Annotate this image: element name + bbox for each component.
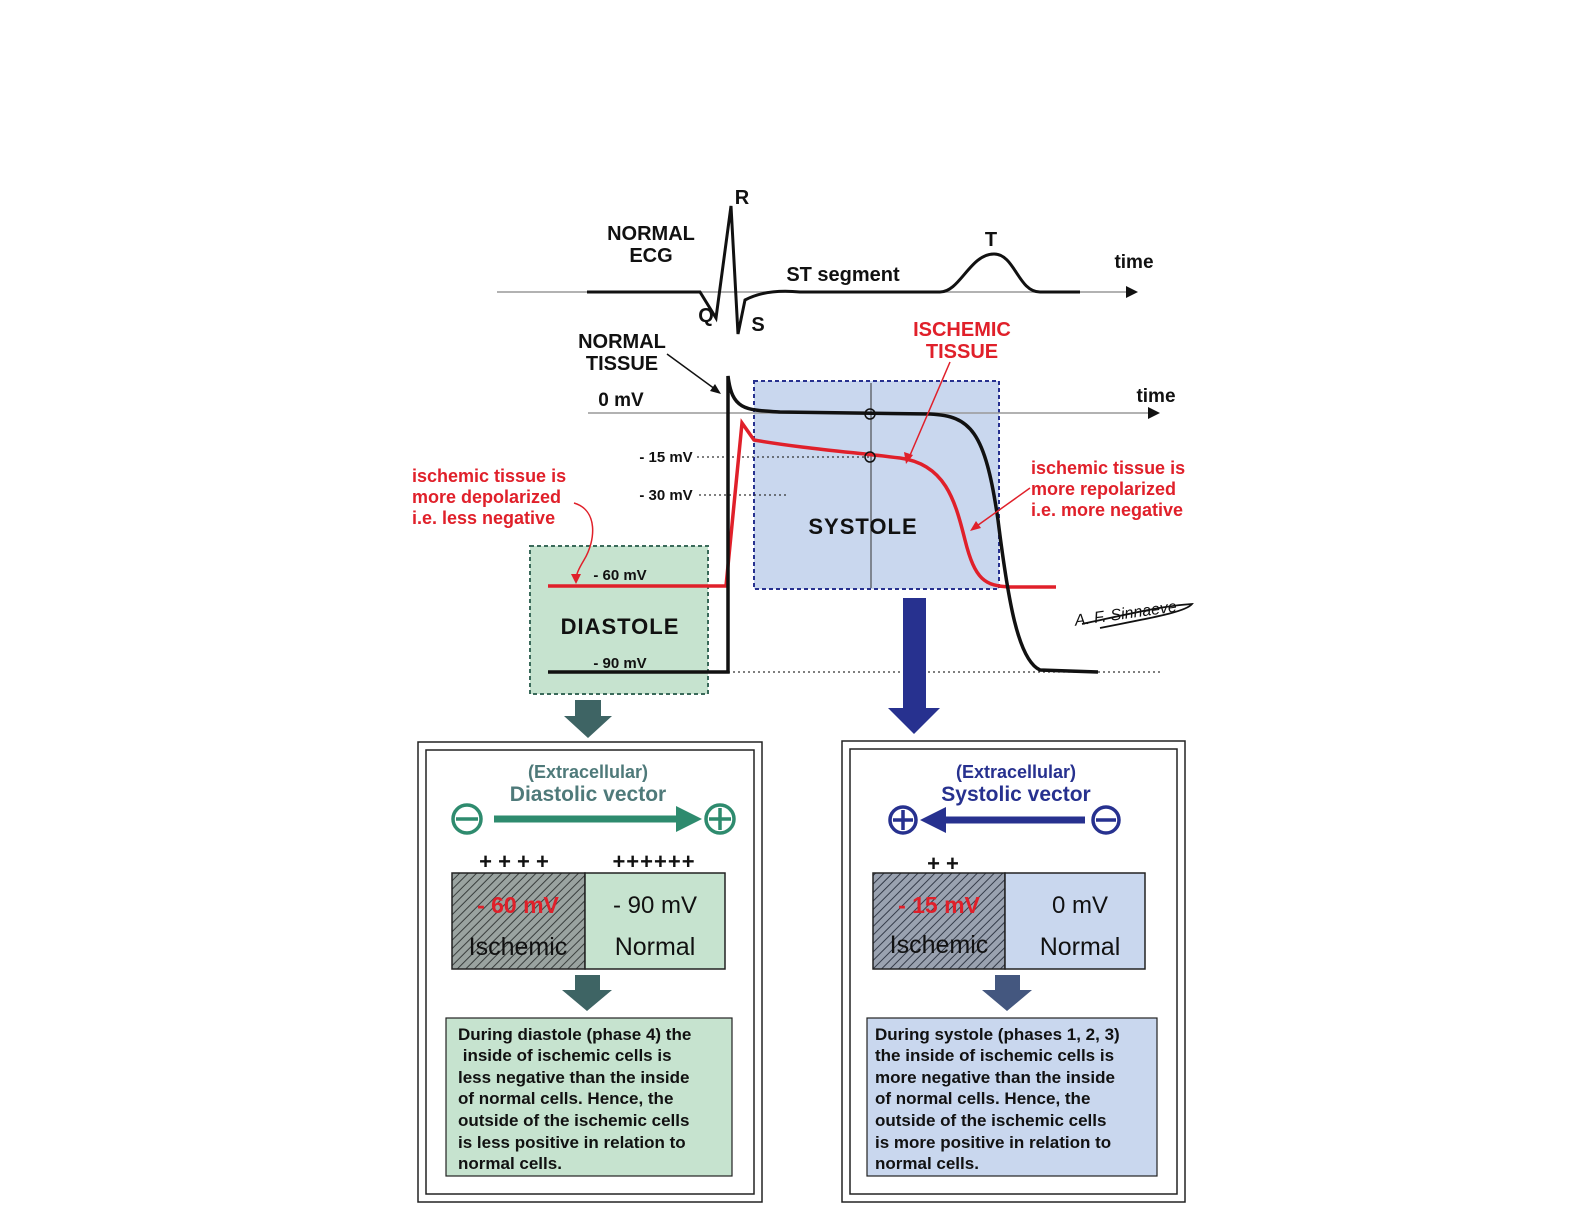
systolic-text-box xyxy=(866,1017,1158,1177)
diastolic-text: During diastole (phase 4) the inside of … xyxy=(458,1025,691,1173)
diastolic-panel-down-arrow xyxy=(562,975,612,1011)
systolic-text-line: of normal cells. Hence, the xyxy=(875,1089,1090,1108)
diastolic-ischemic-charges: + + + + xyxy=(479,849,549,874)
systolic-ischemic-cell xyxy=(872,872,1006,970)
diastolic-normal-cell xyxy=(584,872,726,970)
repol-note-line3: i.e. more negative xyxy=(1031,500,1183,520)
diastolic-plus-icon xyxy=(704,803,736,835)
mv-60-label: - 60 mV xyxy=(593,567,646,584)
ecg-t-label: T xyxy=(985,229,997,251)
ischemic-intersection-marker xyxy=(864,451,876,463)
ischemic-ap-trace xyxy=(548,418,1056,589)
systolic-text: During systole (phases 1, 2, 3) the insi… xyxy=(875,1025,1120,1173)
mv-30-label: - 30 mV xyxy=(639,487,692,504)
systolic-vector-head xyxy=(920,807,946,833)
systolic-ischemic-charges: + + xyxy=(927,851,959,876)
normal-tissue-line1: NORMAL xyxy=(578,331,666,353)
mv-15-label: - 15 mV xyxy=(639,449,692,466)
ischemic-tissue-line2: TISSUE xyxy=(926,341,998,363)
systolic-text-line: is more positive in relation to xyxy=(875,1133,1111,1152)
mv-90-label: - 90 mV xyxy=(593,655,646,672)
systolic-plus-icon xyxy=(888,805,918,835)
systole-label: SYSTOLE xyxy=(808,514,917,539)
ecg-title-line2: ECG xyxy=(629,245,672,267)
ischemic-tissue-pointer-head xyxy=(904,452,913,464)
diastolic-normal-mv: - 90 mV xyxy=(613,892,697,919)
diastole-down-arrow xyxy=(564,700,612,738)
systole-box xyxy=(753,380,1000,590)
systolic-panel-down-arrow xyxy=(982,975,1032,1011)
ischemic-tissue-pointer xyxy=(907,361,951,461)
diastolic-text-line: normal cells. xyxy=(458,1154,562,1173)
ap-time-label: time xyxy=(1136,386,1175,407)
diastolic-text-line: inside of ischemic cells is xyxy=(458,1046,672,1065)
diastolic-ischemic-mv: - 60 mV xyxy=(477,892,559,918)
depol-note-line3: i.e. less negative xyxy=(412,508,555,528)
ecg-time-arrowhead xyxy=(1126,286,1138,298)
systolic-text-line: During systole (phases 1, 2, 3) xyxy=(875,1025,1120,1044)
systolic-text-line: more negative than the inside xyxy=(875,1068,1115,1087)
ecg-trace xyxy=(587,205,1080,335)
diastolic-normal-word: Normal xyxy=(615,933,696,961)
diastolic-minus-icon xyxy=(451,803,483,835)
depol-note-line1: ischemic tissue is xyxy=(412,466,566,486)
systolic-ischemic-word: Ischemic xyxy=(890,931,989,959)
diastolic-normal-charges: ++++++ xyxy=(612,849,695,874)
systolic-minus-icon xyxy=(1091,805,1121,835)
diastolic-ischemic-cell xyxy=(451,872,586,970)
diastolic-text-line: outside of the ischemic cells xyxy=(458,1111,689,1130)
diastolic-vector-label: Diastolic vector xyxy=(510,783,666,806)
ischemic-tissue-line1: ISCHEMIC xyxy=(913,319,1011,341)
diastole-label: DIASTOLE xyxy=(561,614,680,639)
ecg-time-label: time xyxy=(1114,252,1153,273)
depol-note-pointer-head xyxy=(571,574,581,584)
systolic-normal-mv: 0 mV xyxy=(1052,892,1108,919)
diastolic-text-line: of normal cells. Hence, the xyxy=(458,1089,673,1108)
systolic-normal-cell xyxy=(1004,872,1146,970)
depol-note-line2: more depolarized xyxy=(412,487,561,507)
repol-note-line1: ischemic tissue is xyxy=(1031,458,1185,478)
systolic-text-line: outside of the ischemic cells xyxy=(875,1111,1106,1130)
zero-mv-label: 0 mV xyxy=(598,390,644,411)
systolic-text-line: normal cells. xyxy=(875,1154,979,1173)
normal-intersection-marker xyxy=(864,408,876,420)
signature-underline xyxy=(1081,602,1194,629)
repol-note-line2: more repolarized xyxy=(1031,479,1176,499)
diastolic-vector-head xyxy=(676,806,702,832)
normal-tissue-line2: TISSUE xyxy=(586,353,658,375)
systolic-extracellular: (Extracellular) xyxy=(956,762,1076,782)
normal-tissue-pointer-head xyxy=(710,384,721,394)
systolic-ischemic-mv: - 15 mV xyxy=(898,892,980,918)
diastolic-text-box xyxy=(445,1017,733,1177)
repol-note-pointer-head xyxy=(970,521,981,531)
ecg-r-label: R xyxy=(735,187,750,209)
normal-ap-trace xyxy=(548,375,1099,674)
ecg-st-label: ST segment xyxy=(786,264,900,286)
ecg-s-label: S xyxy=(751,314,764,336)
diastolic-extracellular: (Extracellular) xyxy=(528,762,648,782)
diastolic-text-line: During diastole (phase 4) the xyxy=(458,1025,691,1044)
systolic-normal-word: Normal xyxy=(1040,933,1121,961)
systolic-text-line: the inside of ischemic cells is xyxy=(875,1046,1114,1065)
ap-time-arrowhead xyxy=(1148,407,1160,419)
systolic-vector-label: Systolic vector xyxy=(941,783,1090,806)
repol-note-pointer xyxy=(973,487,1031,529)
diastolic-text-line: is less positive in relation to xyxy=(458,1133,686,1152)
systole-down-arrow xyxy=(888,598,940,734)
diastole-box xyxy=(529,545,709,695)
ecg-title-line1: NORMAL xyxy=(607,223,695,245)
diastolic-ischemic-word: Ischemic xyxy=(469,933,568,961)
ecg-q-label: Q xyxy=(698,305,714,327)
diastolic-text-line: less negative than the inside xyxy=(458,1068,689,1087)
normal-tissue-pointer xyxy=(666,353,720,393)
